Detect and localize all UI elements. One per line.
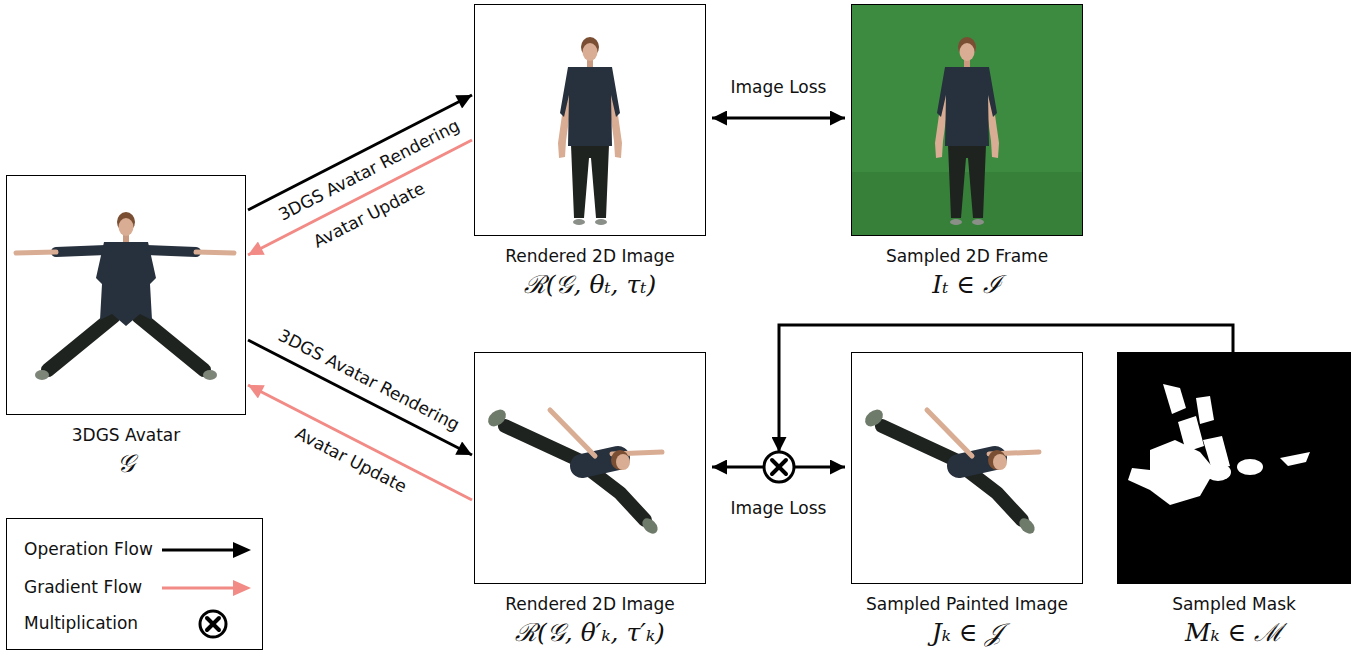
avatar-render [558,37,622,225]
legend-sample [157,535,257,565]
image-frame [6,175,246,415]
avatar-x-pose [16,212,234,380]
legend-text: Multiplication [24,613,138,634]
illustration-part [138,316,204,370]
image-panel: Rendered 2D Imageℛ(𝒢, θ′ₖ, τ′ₖ) [474,352,706,648]
image-panel: Sampled Painted Image Jₖ ∈ 𝒥 [851,352,1083,648]
gradient-arrow [248,385,472,500]
math-symbol: Iₜ ∈ ℐ [851,270,1083,300]
illustration-part [196,252,234,253]
legend-sample [157,573,257,603]
mask-regions [1128,384,1310,505]
math-symbol: 𝒢 [6,449,246,479]
legend-line [162,587,235,590]
edge-label: Avatar Update [290,422,412,498]
image-panel: Sampled Mask Mₖ ∈ ℳ [1117,352,1351,648]
legend-arrowhead [233,580,251,596]
illustration-part [146,250,196,252]
illustration-part [1205,463,1231,481]
operation-arrow [712,117,845,120]
panel-caption: Rendered 2D Image [474,246,706,267]
legend-line [162,549,235,552]
illustration-part [56,250,106,252]
multiplication-cross [207,618,219,630]
math-symbol: Mₖ ∈ ℳ [1117,618,1351,648]
panel-caption: Rendered 2D Image [474,594,706,615]
math-symbol: ℛ(𝒢, θₜ, τₜ) [474,270,706,300]
edge-label: Image Loss [729,498,829,518]
multiplication-symbol [200,611,226,637]
illustration-part [1196,396,1214,424]
legend-entry: Gradient Flow [7,576,262,600]
math-symbol: ℛ(𝒢, θ′ₖ, τ′ₖ) [474,618,706,648]
image-frame [1117,352,1351,584]
mask-ground [1117,352,1351,584]
image-frame [851,352,1083,584]
image-panel: 3DGS Avatar𝒢 [6,175,246,479]
edge-label: 3DGS Avatar Rendering [273,324,464,436]
illustration-part [16,252,56,253]
green-floor [851,172,1083,236]
illustration-part [772,460,786,474]
panel-caption: Sampled 2D Frame [851,246,1083,267]
illustration-part [1128,468,1150,490]
illustration-part [764,452,794,482]
painted-image-person [862,406,1039,536]
illustration-part [1237,459,1263,475]
legend-text: Gradient Flow [24,577,142,598]
multiplication-symbol [764,452,794,482]
legend-box: Operation FlowGradient FlowMultiplicatio… [6,518,263,650]
illustration-part [48,316,114,370]
image-panel: Sampled 2D Frame Iₜ ∈ ℐ [851,4,1083,300]
illustration-part [119,218,134,236]
math-symbol: Jₖ ∈ 𝒥 [851,618,1083,648]
illustration-part [772,460,786,474]
panel-caption: 3DGS Avatar [6,425,246,446]
image-frame [474,352,706,584]
video-frame-person [935,37,999,225]
legend-text: Operation Flow [24,539,153,560]
illustration-part [1163,384,1186,414]
multiplication-cross [207,618,219,630]
panel-caption: Sampled Painted Image [851,594,1083,615]
operation-arrow [248,95,472,210]
mask-wire [779,325,1233,452]
green-screen [851,4,1083,236]
illustration-part [203,370,217,380]
panel-caption: Sampled Mask [1117,594,1351,615]
legend-arrowhead [233,542,251,558]
legend-entry: Operation Flow [7,538,262,562]
operation-arrow [248,340,472,455]
edge-label: Image Loss [729,77,829,97]
legend-entry: Multiplication [7,612,262,636]
illustration-part [96,242,156,326]
image-frame [474,4,706,236]
image-panel: Rendered 2D Imageℛ(𝒢, θₜ, τₜ) [474,4,706,300]
novel-pose-render [485,406,662,536]
illustration-part [1280,452,1310,466]
illustration-part [35,370,49,380]
image-frame [851,4,1083,236]
legend-sample [157,609,257,639]
gradient-arrow [248,140,472,255]
